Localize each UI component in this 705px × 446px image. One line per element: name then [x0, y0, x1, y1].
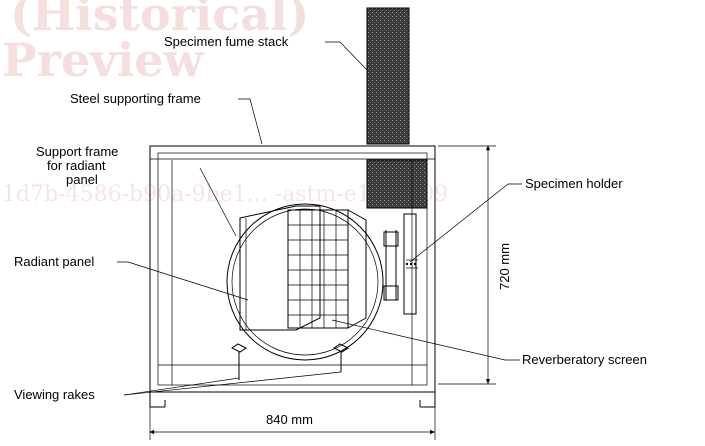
- width-dimension: [149, 407, 436, 440]
- height-dimension-label: 720 mm: [497, 243, 512, 290]
- specimen-holder: [383, 213, 418, 315]
- viewing-rakes: [231, 343, 349, 380]
- radiant-panel-support-circle: [226, 203, 384, 361]
- watermark-line2: Preview: [2, 33, 205, 87]
- label-support-frame-2: for radiant: [47, 158, 106, 173]
- label-steel-frame: Steel supporting frame: [70, 91, 201, 106]
- label-support-frame-1: Support frame: [36, 144, 118, 159]
- label-viewing-rakes: Viewing rakes: [14, 387, 95, 402]
- label-reverberatory-screen: Reverberatory screen: [522, 352, 647, 367]
- watermark-line1: (Historical): [10, 0, 309, 41]
- label-specimen-holder: Specimen holder: [525, 176, 623, 191]
- label-fume-stack: Specimen fume stack: [164, 34, 289, 49]
- label-radiant-panel: Radiant panel: [14, 254, 94, 269]
- height-dimension: [438, 145, 496, 385]
- specimen-holder-block: [366, 159, 428, 209]
- label-support-frame-3: panel: [66, 172, 98, 187]
- leader-lines: [117, 41, 522, 396]
- fume-stack: [366, 7, 410, 145]
- width-dimension-label: 840 mm: [266, 412, 313, 427]
- radiant-panel: [239, 205, 367, 331]
